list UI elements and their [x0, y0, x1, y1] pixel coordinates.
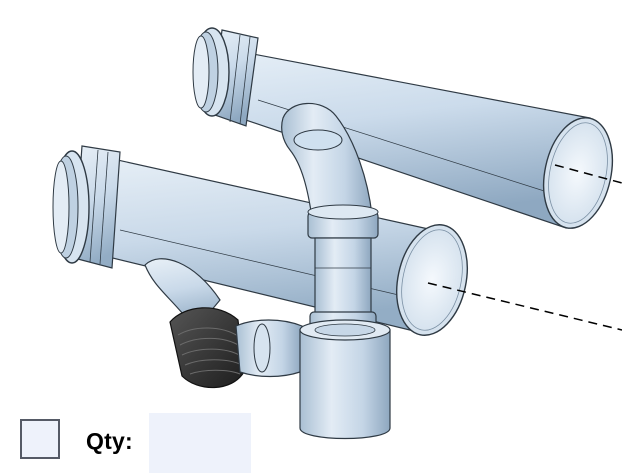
qty-label: Qty:: [86, 428, 133, 454]
qty-input[interactable]: [149, 413, 251, 473]
upper-pipe: [192, 27, 622, 229]
select-checkbox[interactable]: [20, 419, 60, 459]
branch-inlet: [144, 258, 303, 389]
riser-elbow: [281, 102, 391, 440]
